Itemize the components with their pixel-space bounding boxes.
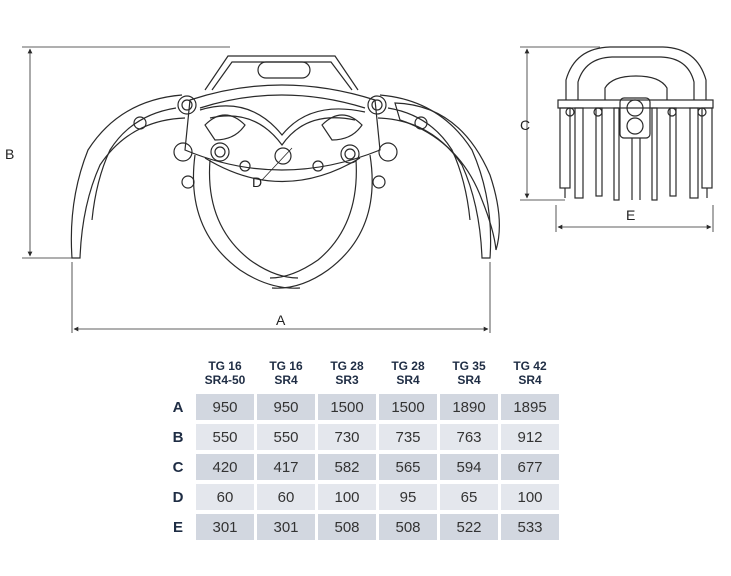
dimension-label-a: A bbox=[276, 312, 286, 328]
row-label: C bbox=[172, 458, 184, 476]
dimension-lines bbox=[22, 46, 714, 333]
table-cell: 95 bbox=[379, 484, 437, 510]
grapple-technical-drawing bbox=[22, 46, 714, 333]
table-cell: 1895 bbox=[501, 394, 559, 420]
table-cell: 594 bbox=[440, 454, 498, 480]
table-cell: 533 bbox=[501, 514, 559, 540]
pivot-pins bbox=[133, 95, 428, 189]
table-cell: 950 bbox=[196, 394, 254, 420]
table-corner bbox=[163, 356, 193, 390]
table-cell: 420 bbox=[196, 454, 254, 480]
table-row: A 950 950 1500 1500 1890 1895 bbox=[163, 394, 559, 420]
row-label: A bbox=[172, 398, 184, 416]
table-cell: 100 bbox=[501, 484, 559, 510]
table-cell: 1500 bbox=[379, 394, 437, 420]
table-row: E 301 301 508 508 522 533 bbox=[163, 514, 559, 540]
table-cell: 735 bbox=[379, 424, 437, 450]
dimension-label-c: C bbox=[520, 117, 531, 133]
dimension-label-e: E bbox=[626, 207, 636, 223]
table-cell: 60 bbox=[257, 484, 315, 510]
table-cell: 565 bbox=[379, 454, 437, 480]
table-cell: 912 bbox=[501, 424, 559, 450]
dimension-label-d: D bbox=[252, 174, 263, 190]
table-row: D 60 60 100 95 65 100 bbox=[163, 484, 559, 510]
table-cell: 100 bbox=[318, 484, 376, 510]
table-cell: 730 bbox=[318, 424, 376, 450]
table-cell: 763 bbox=[440, 424, 498, 450]
dimension-label-b: B bbox=[5, 146, 15, 162]
table-cell: 508 bbox=[379, 514, 437, 540]
row-label: E bbox=[172, 518, 183, 536]
table-cell: 677 bbox=[501, 454, 559, 480]
table-cell: 1500 bbox=[318, 394, 376, 420]
table-cell: 550 bbox=[257, 424, 315, 450]
table-row: B 550 550 730 735 763 912 bbox=[163, 424, 559, 450]
table-row: C 420 417 582 565 594 677 bbox=[163, 454, 559, 480]
table-cell: 417 bbox=[257, 454, 315, 480]
table-cell: 508 bbox=[318, 514, 376, 540]
table-cell: 582 bbox=[318, 454, 376, 480]
table-cell: 65 bbox=[440, 484, 498, 510]
table-cell: 950 bbox=[257, 394, 315, 420]
row-label: D bbox=[172, 488, 184, 506]
table-cell: 60 bbox=[196, 484, 254, 510]
row-label: B bbox=[172, 428, 184, 446]
table-cell: 522 bbox=[440, 514, 498, 540]
table-cell: 1890 bbox=[440, 394, 498, 420]
grapple-side-view bbox=[557, 46, 714, 201]
table-cell: 550 bbox=[196, 424, 254, 450]
table-cell: 301 bbox=[196, 514, 254, 540]
grapple-front-view bbox=[70, 55, 500, 289]
table-cell: 301 bbox=[257, 514, 315, 540]
